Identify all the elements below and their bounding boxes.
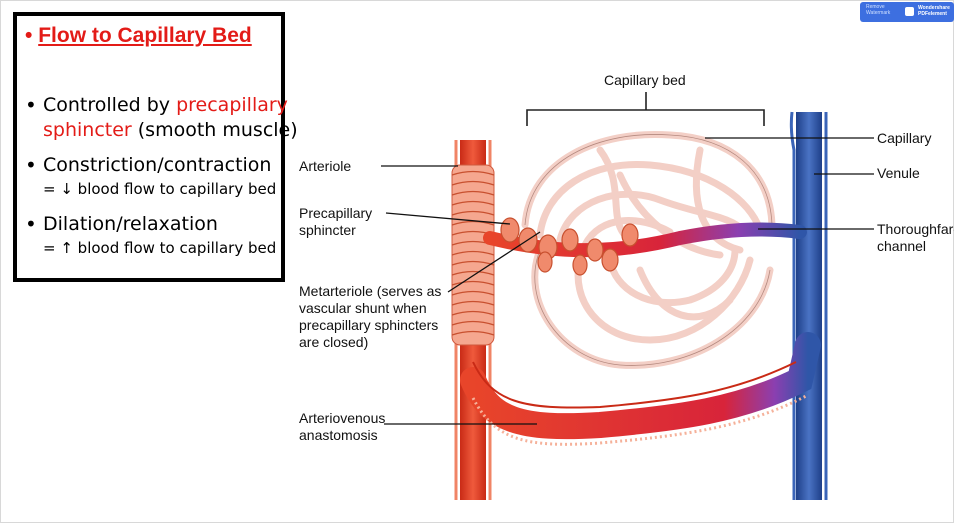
label-capillary: Capillary bbox=[877, 130, 932, 146]
title-bullet: • bbox=[25, 24, 33, 47]
watermark-brand1: Wondershare bbox=[918, 5, 950, 11]
remove-watermark-button[interactable]: Remove Watermark Wondershare PDFelement bbox=[860, 2, 954, 22]
venule-vessel bbox=[789, 111, 828, 500]
label-arteriole: Arteriole bbox=[299, 158, 352, 174]
label-av-anastomosis: Arteriovenous anastomosis bbox=[299, 410, 386, 443]
label-venule: Venule bbox=[877, 165, 920, 181]
bullet-2-sub: = ↓ blood flow to capillary bed bbox=[43, 180, 277, 198]
bullet-1-red-a: precapillary bbox=[176, 94, 288, 116]
bullet-2-main: Constriction/contraction bbox=[43, 154, 272, 176]
watermark-line2: Watermark bbox=[866, 10, 891, 16]
label-thoroughfare: Thoroughfare channel bbox=[877, 221, 954, 254]
arteriovenous-anastomosis bbox=[460, 332, 821, 446]
label-precapillary-sphincter: Precapillary sphincter bbox=[299, 205, 373, 238]
watermark-brand2: PDFelement bbox=[918, 11, 947, 17]
smooth-muscle-coil bbox=[451, 164, 495, 346]
bullet-3-main: Dilation/relaxation bbox=[43, 213, 218, 235]
capillary-network-outline bbox=[524, 134, 773, 366]
label-capillary-bed: Capillary bed bbox=[604, 72, 686, 88]
bullet-1-text-b: (smooth muscle) bbox=[131, 119, 298, 141]
bullet-3-sub: = ↑ blood flow to capillary bed bbox=[43, 239, 277, 257]
bullet-1-red-b: sphincter bbox=[43, 119, 132, 141]
label-metarteriole: Metarteriole (serves as vascular shunt w… bbox=[299, 283, 442, 350]
capillary-bed-bracket bbox=[526, 92, 765, 126]
notes-box: • Flow to Capillary Bed • Controlled by … bbox=[13, 12, 298, 282]
leader-lines bbox=[381, 137, 874, 425]
bullet-1-text-a: Controlled by bbox=[43, 94, 177, 116]
watermark-line1: Remove bbox=[866, 4, 885, 10]
title-text: Flow to Capillary Bed bbox=[38, 24, 252, 47]
pdfelement-logo-icon bbox=[905, 7, 914, 16]
slide-title: • Flow to Capillary Bed bbox=[25, 24, 252, 48]
